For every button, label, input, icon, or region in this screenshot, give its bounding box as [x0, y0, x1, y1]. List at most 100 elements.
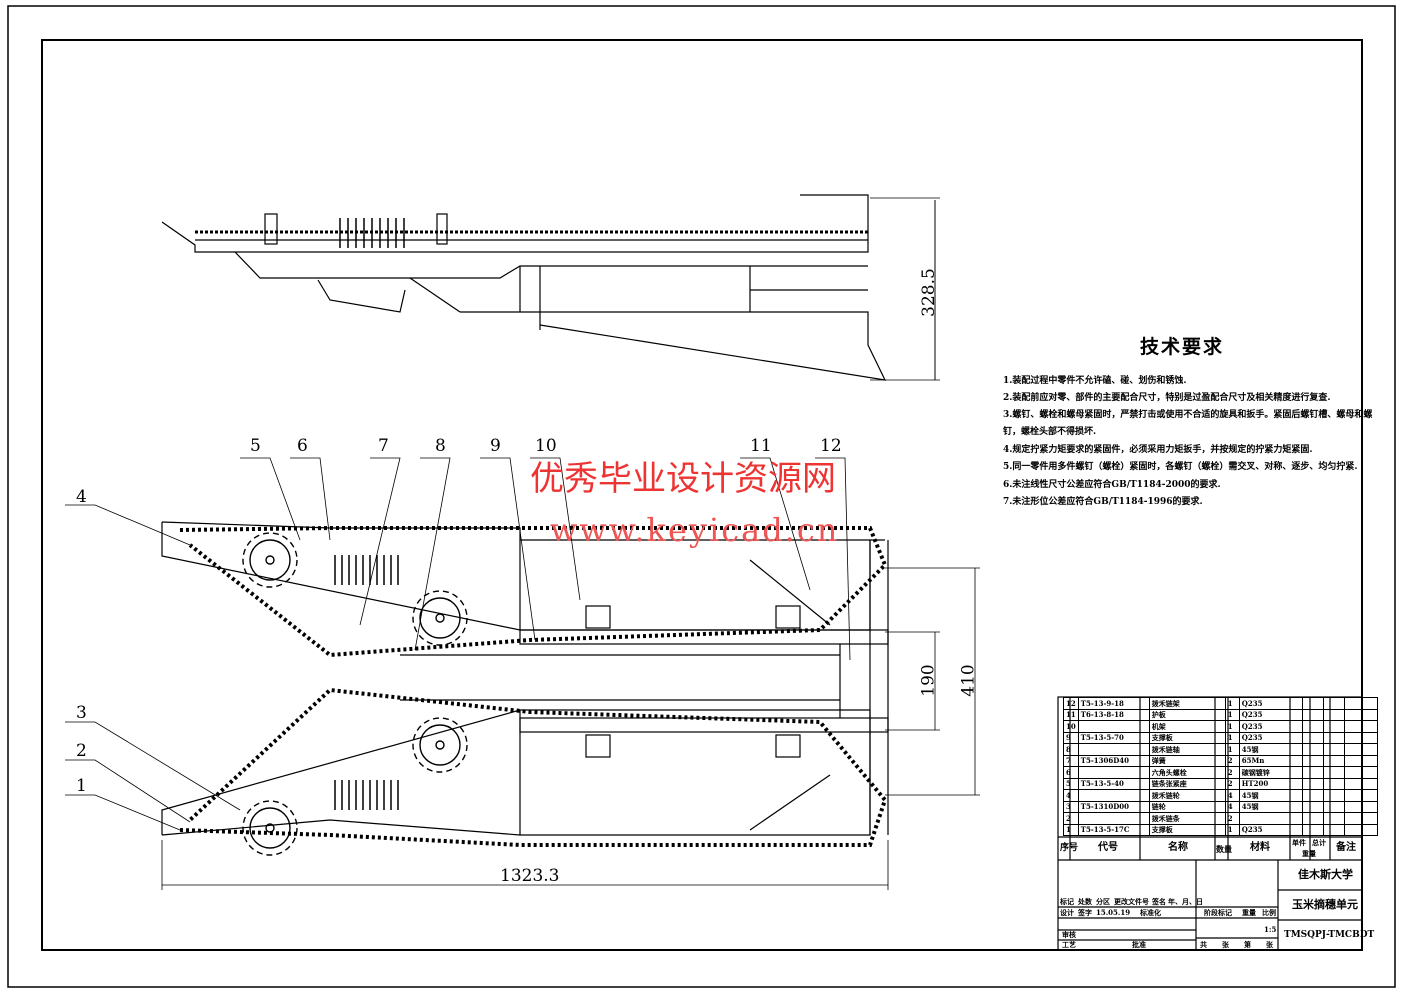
parts-list-empty-cell: [1301, 766, 1324, 779]
watermark-cn: 优秀毕业设计资源网: [530, 459, 836, 499]
parts-list-cell: 支撑板: [1148, 823, 1226, 836]
parts-list-cell: T5-1310D00: [1077, 800, 1150, 813]
bom-header-unit: 单件: [1292, 838, 1306, 847]
bom-header-code: 代号: [1098, 842, 1118, 853]
dim-height-side: 328.5: [918, 268, 939, 317]
parts-list-empty-cell: [1343, 789, 1378, 802]
parts-list-cell: Q235: [1238, 823, 1303, 836]
parts-list-cell: 7: [1063, 754, 1079, 767]
parts-list-cell: 1: [1224, 697, 1240, 710]
parts-list-cell: 拨禾链架: [1148, 697, 1226, 710]
tb-label: 工艺: [1062, 940, 1076, 949]
parts-list-empty-cell: [1322, 766, 1345, 779]
requirement-item: 3.螺钉、螺栓和螺母紧固时，严禁打击或使用不合适的旋具和扳手。紧固后螺钉槽、螺母…: [1003, 410, 1373, 420]
parts-list-cell: 拨禾链轴: [1148, 743, 1226, 756]
requirement-item: 5.同一零件用多件螺钉（螺栓）紧固时，各螺钉（螺栓）需交叉、对称、逐步、均匀拧紧…: [1003, 462, 1358, 472]
parts-list-cell: T5-13-5-40: [1077, 777, 1150, 790]
parts-list-cell: 2: [1063, 812, 1079, 825]
parts-list-empty-cell: [1301, 800, 1324, 813]
parts-list-empty-cell: [1301, 708, 1324, 721]
callout-8: 8: [435, 436, 446, 456]
parts-list-empty-cell: [1343, 777, 1378, 790]
parts-list-empty-cell: [1343, 766, 1378, 779]
callout-7: 7: [378, 436, 389, 456]
parts-list-cell: 拨禾链条: [1148, 812, 1226, 825]
parts-list-cell: 链轮: [1148, 800, 1226, 813]
parts-list-empty-cell: [1343, 743, 1378, 756]
parts-list-cell: 65Mn: [1238, 754, 1303, 767]
dimension-lines: [161, 567, 980, 890]
parts-list-empty-cell: [1301, 720, 1324, 733]
parts-list-cell: [1077, 766, 1150, 779]
parts-list-cell: 9: [1063, 731, 1079, 744]
parts-list-cell: T5-13-5-70: [1077, 731, 1150, 744]
requirement-item: 7.未注形位公差应符合GB/T1184-1996的要求.: [1003, 497, 1203, 507]
parts-list-cell: 5: [1063, 777, 1079, 790]
tb-label: 处数: [1078, 897, 1092, 906]
bom-header-name: 名称: [1168, 842, 1188, 853]
bom-header-weight: 重量: [1302, 849, 1316, 858]
tb-label: 比例: [1262, 908, 1276, 917]
parts-list-cell: 45钢: [1238, 743, 1303, 756]
tb-label: 重量: [1242, 908, 1256, 917]
parts-list-cell: 6: [1063, 766, 1079, 779]
tb-label: 更改文件号: [1114, 897, 1149, 906]
parts-list-cell: 45钢: [1238, 800, 1303, 813]
parts-list-cell: 8: [1063, 743, 1079, 756]
parts-list-cell: [1077, 743, 1150, 756]
parts-list-cell: T6-13-8-18: [1077, 708, 1150, 721]
parts-list-cell: T5-1306D40: [1077, 754, 1150, 767]
parts-list-cell: 链条张紧座: [1148, 777, 1226, 790]
parts-list-cell: 2: [1224, 766, 1240, 779]
parts-list-empty-cell: [1301, 697, 1324, 710]
tb-label: 阶段标记: [1204, 908, 1232, 917]
parts-list-empty-cell: [1343, 720, 1378, 733]
parts-list-empty-cell: [1322, 708, 1345, 721]
callout-5: 5: [250, 436, 261, 456]
parts-list-empty-cell: [1301, 754, 1324, 767]
parts-list-empty-cell: [1322, 777, 1345, 790]
parts-list-empty-cell: [1322, 697, 1345, 710]
parts-list-cell: Q235: [1238, 708, 1303, 721]
dim-overall-length: 1323.3: [500, 866, 560, 886]
parts-list-empty-cell: [1301, 731, 1324, 744]
tb-label: 批准: [1132, 940, 1146, 949]
tb-label: 共: [1200, 940, 1207, 949]
parts-list-cell: T5-13-5-17C: [1077, 823, 1150, 836]
parts-list-cell: 拨禾链轮: [1148, 789, 1226, 802]
bom-header-qty: 数量: [1216, 844, 1232, 854]
bom-header-total: 总计: [1312, 838, 1326, 847]
parts-list-empty-cell: [1343, 708, 1378, 721]
plan-view: [161, 521, 889, 856]
tb-school: 佳木斯大学: [1298, 868, 1353, 881]
parts-list-cell: 1: [1063, 823, 1079, 836]
parts-list-cell: 4: [1224, 800, 1240, 813]
requirement-item: 钉，螺栓头部不得损坏.: [1003, 427, 1097, 437]
tb-label: 标准化: [1140, 908, 1161, 917]
outer-border: [7, 5, 1396, 988]
parts-list-empty-cell: [1322, 800, 1345, 813]
callout-1: 1: [76, 776, 87, 796]
parts-list-empty-cell: [1322, 789, 1345, 802]
tb-date: 15.05.19: [1096, 908, 1131, 917]
parts-list-empty-cell: [1343, 731, 1378, 744]
requirement-item: 6.未注线性尺寸公差应符合GB/T1184-2000的要求.: [1003, 480, 1221, 490]
parts-list-cell: 1: [1224, 823, 1240, 836]
parts-list-empty-cell: [1301, 812, 1324, 825]
parts-list-cell: [1238, 812, 1303, 825]
parts-list-cell: 六角头螺栓: [1148, 766, 1226, 779]
parts-list-cell: Q235: [1238, 720, 1303, 733]
tb-scale: 1:5: [1264, 925, 1277, 934]
parts-list-cell: [1077, 720, 1150, 733]
parts-list-empty-cell: [1343, 697, 1378, 710]
parts-list-empty-cell: [1301, 777, 1324, 790]
parts-list-empty-cell: [1322, 731, 1345, 744]
parts-list-cell: 2: [1224, 754, 1240, 767]
